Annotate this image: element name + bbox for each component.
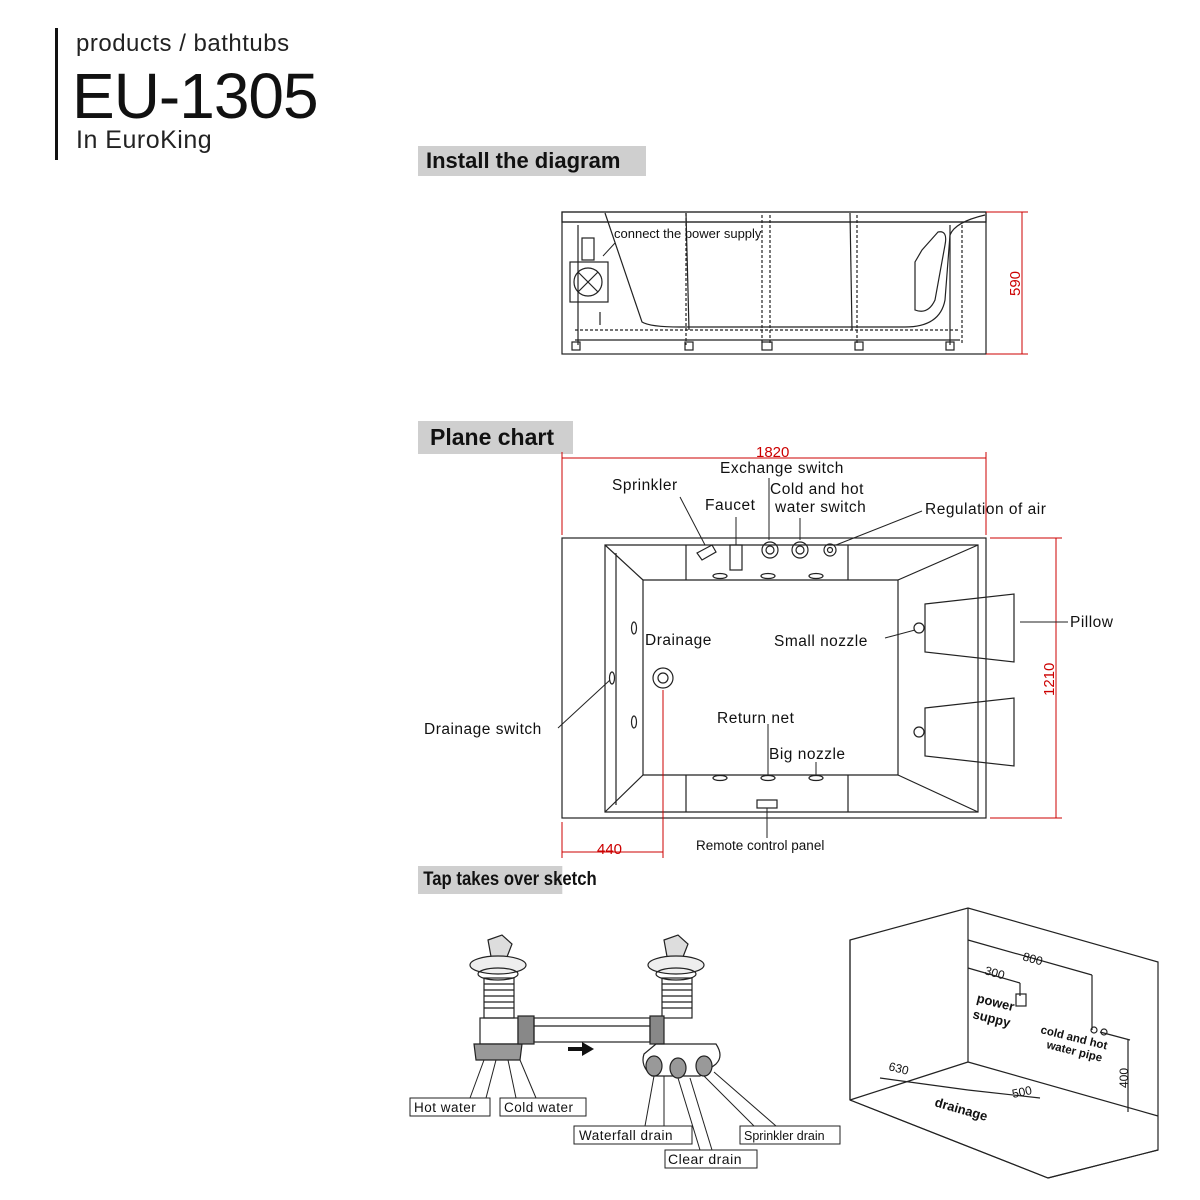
section-tap-heading: Tap takes over sketch [418, 866, 597, 894]
width-dimension-label: 1820 [756, 444, 789, 461]
plane-leaders [557, 478, 1068, 838]
plane-chart [561, 537, 1015, 819]
label-pillow: Pillow [1070, 614, 1114, 631]
room-sketch [849, 907, 1159, 1179]
breadcrumb: products / bathtubs [76, 30, 290, 57]
label-regulation-air: Regulation of air [925, 501, 1046, 518]
label-clear-drain: Clear drain [668, 1151, 742, 1167]
room-dim-300: 300 [983, 963, 1006, 982]
label-hot-water: Hot water [414, 1100, 476, 1115]
label-exchange-switch: Exchange switch [720, 460, 844, 477]
section-plane-heading: Plane chart [418, 421, 573, 454]
tap-sketch [469, 934, 721, 1079]
tap-leaders [469, 1059, 777, 1151]
room-dim-630: 630 [887, 1059, 910, 1078]
flow-arrow [568, 1042, 594, 1056]
label-waterfall-drain: Waterfall drain [579, 1128, 673, 1143]
power-supply-label: connect the power supply [614, 226, 762, 241]
label-sprinkler: Sprinkler [612, 477, 678, 494]
header-divider [55, 28, 58, 160]
label-cold-water: Cold water [504, 1100, 574, 1115]
label-return-net: Return net [717, 710, 795, 727]
label-cold-hot-2: water switch [774, 499, 866, 516]
brand-subtitle: In EuroKing [76, 126, 213, 154]
section-install-heading: Install the diagram [418, 146, 646, 176]
label-remote-panel: Remote control panel [696, 838, 824, 853]
tap-label-boxes [409, 1097, 841, 1169]
label-small-nozzle: Small nozzle [774, 633, 868, 650]
height-dimension-label: 590 [1007, 271, 1024, 296]
label-drainage-switch: Drainage switch [424, 721, 542, 738]
label-sprinkler-drain: Sprinkler drain [744, 1129, 825, 1143]
offset-dimension-label: 440 [597, 841, 622, 858]
label-faucet: Faucet [705, 497, 756, 514]
side-elevation [561, 211, 987, 355]
room-drainage-label: drainage [933, 1094, 989, 1123]
page-title: EU-1305 [72, 60, 319, 132]
label-drainage: Drainage [645, 632, 712, 649]
room-dim-500: 500 [1011, 1083, 1034, 1101]
label-cold-hot-1: Cold and hot [770, 481, 864, 498]
room-dim-400: 400 [1117, 1068, 1131, 1088]
plane-dimensions [561, 452, 1062, 858]
height-dimension [986, 211, 1028, 355]
room-dim-800: 800 [1021, 949, 1044, 968]
label-big-nozzle: Big nozzle [769, 746, 846, 763]
depth-dimension-label: 1210 [1041, 663, 1058, 696]
